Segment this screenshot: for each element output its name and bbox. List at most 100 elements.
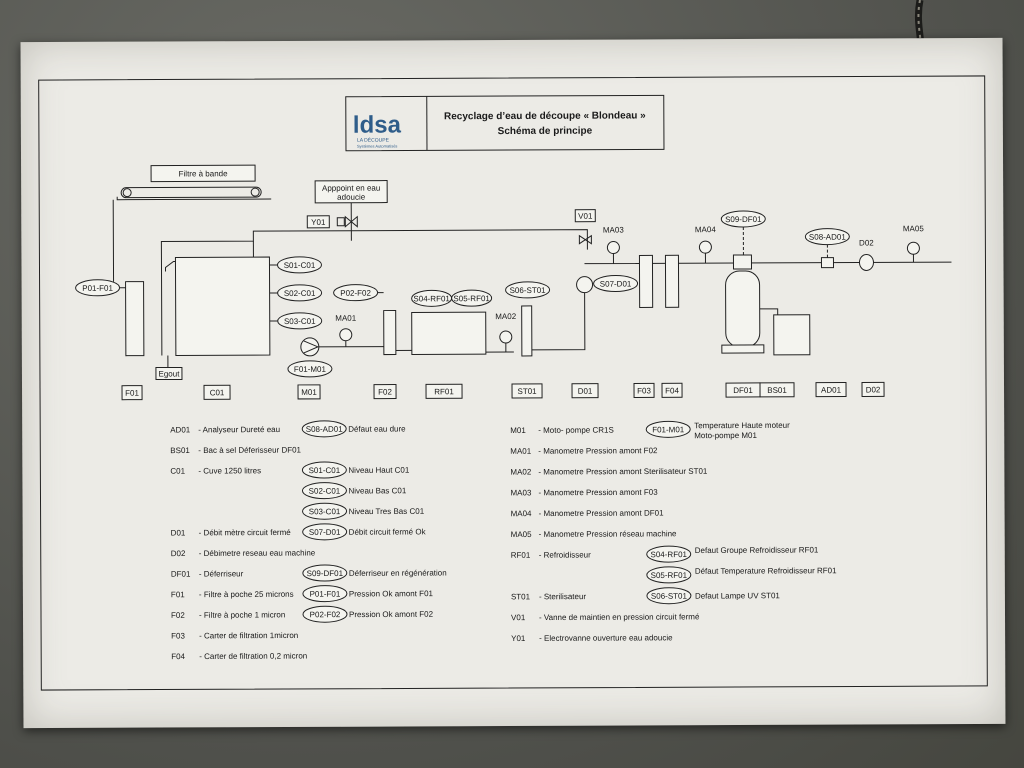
legend-tag-oval — [646, 587, 692, 605]
legend-tag: S07-D01 — [309, 528, 341, 537]
bottom-label-c01: C01 — [210, 388, 225, 397]
legend-tag-desc: Niveau Bas C01 — [348, 486, 406, 495]
tag-s02-c01-label: S02-C01 — [284, 289, 316, 298]
legend-code: DF01 — [171, 570, 191, 579]
page-title: Recyclage d’eau de découpe « Blondeau » — [444, 110, 646, 122]
legend-row: D02- Débimetre reseau eau machine — [171, 548, 316, 558]
legend-desc: - Vanne de maintien en pression circuit … — [539, 612, 700, 622]
logo-brand: ldsa — [353, 111, 402, 138]
legend-tag-desc: Défaut eau dure — [348, 424, 406, 433]
legend-tag-desc: Niveau Tres Bas C01 — [349, 507, 425, 516]
legend-tag-desc: Niveau Haut C01 — [348, 466, 410, 475]
legend-tag: S03-C01 — [309, 507, 341, 516]
bottom-label-d01: D01 — [578, 387, 593, 396]
legend-desc: - Electrovanne ouverture eau adoucie — [539, 633, 673, 643]
egout-label: Egout — [158, 369, 180, 378]
legend-tag-oval — [302, 605, 348, 623]
legend-code: ST01 — [511, 592, 531, 601]
legend-code: RF01 — [511, 551, 531, 560]
logo-sub2: Systèmes Automatisés — [357, 144, 397, 149]
gauge-ma04-icon — [698, 240, 712, 254]
gauge-ma02-icon — [499, 330, 513, 344]
header-block: ldsa LA DÉCOUPE Systèmes Automatisés Rec… — [345, 94, 665, 152]
legend-desc: - Bac à sel Déferisseur DF01 — [198, 446, 301, 455]
softened-water-supply: Apppoint en eau adoucie Y01 — [306, 180, 388, 241]
legend-tag: S04-RF01 — [650, 550, 687, 559]
legend-tag: S06-ST01 — [651, 592, 688, 601]
legend-code: F04 — [171, 652, 185, 661]
legend-row: F04 - Carter de filtration 0,2 micron — [171, 652, 307, 662]
flowmeter-d01-icon — [576, 276, 594, 294]
tag-s07-d01-label: S07-D01 — [600, 279, 632, 288]
legend-row: C01 - Cuve 1250 litres S01-C01 Niveau Haut … — [170, 461, 410, 479]
legend-row: MA04 - Manometre Pression amont DF01 — [511, 509, 665, 519]
legend-row: MA02- Manometre Pression amont Sterilisa… — [510, 467, 708, 477]
logo-sub1: LA DÉCOUPE — [357, 137, 390, 144]
legend-tag-oval — [302, 523, 348, 541]
bottom-label-m01: M01 — [301, 388, 317, 397]
legend-desc: - Cuve 1250 litres — [198, 466, 261, 475]
legend-row: RF01 - Refroidisseur S04-RF01 Defaut Groupe… — [511, 545, 819, 563]
legend-tag-desc: Débit circuit fermé Ok — [349, 527, 427, 536]
legend-desc: - Manometre Pression amont DF01 — [539, 509, 665, 519]
bottom-label-f02: F02 — [378, 388, 392, 397]
legend-desc: - Carter de filtration 0,2 micron — [199, 652, 307, 661]
band-filter: Filtre à bande — [116, 164, 272, 201]
bottom-label-ad01: AD01 — [821, 386, 842, 395]
legend-tag-desc: Défaut Temperature Refroidisseur RF01 — [695, 566, 837, 576]
legend-code: MA01 — [510, 447, 531, 456]
legend-desc: - Manometre Pression amont F03 — [538, 488, 658, 498]
bottom-label-f03: F03 — [637, 386, 651, 395]
solenoid-valve-icon — [344, 215, 358, 228]
legend-desc: - Filtre à poche 1 micron — [199, 610, 285, 619]
legend-row: MA05 - Manometre Pression réseau machine — [511, 529, 677, 539]
legend-tag: S01-C01 — [309, 466, 341, 475]
legend-tag: P01-F01 — [310, 590, 341, 599]
ma04-label: MA04 — [695, 225, 716, 234]
tag-p01-f01-label: P01-F01 — [82, 284, 113, 293]
legend-tag: S08-AD01 — [306, 425, 343, 434]
legend-desc: - Manometre Pression réseau machine — [539, 529, 677, 539]
legend-desc: - Déferriseur — [199, 569, 244, 578]
legend-tag-desc: Déferriseur en régénération — [349, 568, 447, 577]
legend-code: C01 — [170, 467, 185, 476]
bottom-label-d02: D02 — [866, 385, 881, 394]
tag-s03-c01-label: S03-C01 — [284, 317, 316, 326]
legend-code: MA04 — [511, 509, 532, 518]
bottom-label-st01: ST01 — [517, 387, 537, 396]
pump-m01-icon — [300, 337, 320, 357]
sterilizer-st01 — [521, 305, 533, 357]
bottom-label-f01: F01 — [125, 389, 139, 398]
legend-tag-oval — [301, 482, 347, 500]
legend-row: V01- Vanne de maintien en pression circu… — [511, 612, 700, 622]
gauge-ma05-icon — [906, 241, 920, 255]
legend-code: MA05 — [511, 530, 532, 539]
legend-desc: - Filtre à poche 25 microns — [199, 590, 294, 599]
appoint-label-2: adoucie — [337, 193, 366, 202]
tag-s06-st01-label: S06-ST01 — [510, 286, 547, 295]
legend-tag: F01-M01 — [652, 425, 685, 434]
tag-s05-rf01-label: S05-RF01 — [453, 294, 490, 303]
legend-code: D01 — [171, 528, 186, 537]
legend-tag-desc: Defaut Groupe Refroidisseur RF01 — [695, 545, 819, 555]
tag-f01-m01 — [287, 360, 333, 378]
legend-desc: - Refroidisseur — [539, 550, 591, 559]
filter-f03 — [638, 254, 654, 308]
legend-tag-oval — [646, 566, 692, 584]
tag-s04-rf01-label: S04-RF01 — [413, 294, 450, 303]
legend-code: F01 — [171, 590, 185, 599]
legend-code: MA03 — [510, 488, 531, 497]
tank-c01 — [174, 256, 271, 356]
salt-tank-bs01 — [773, 314, 811, 356]
tag-s05-rf01 — [451, 289, 493, 307]
header-frame — [345, 94, 665, 152]
